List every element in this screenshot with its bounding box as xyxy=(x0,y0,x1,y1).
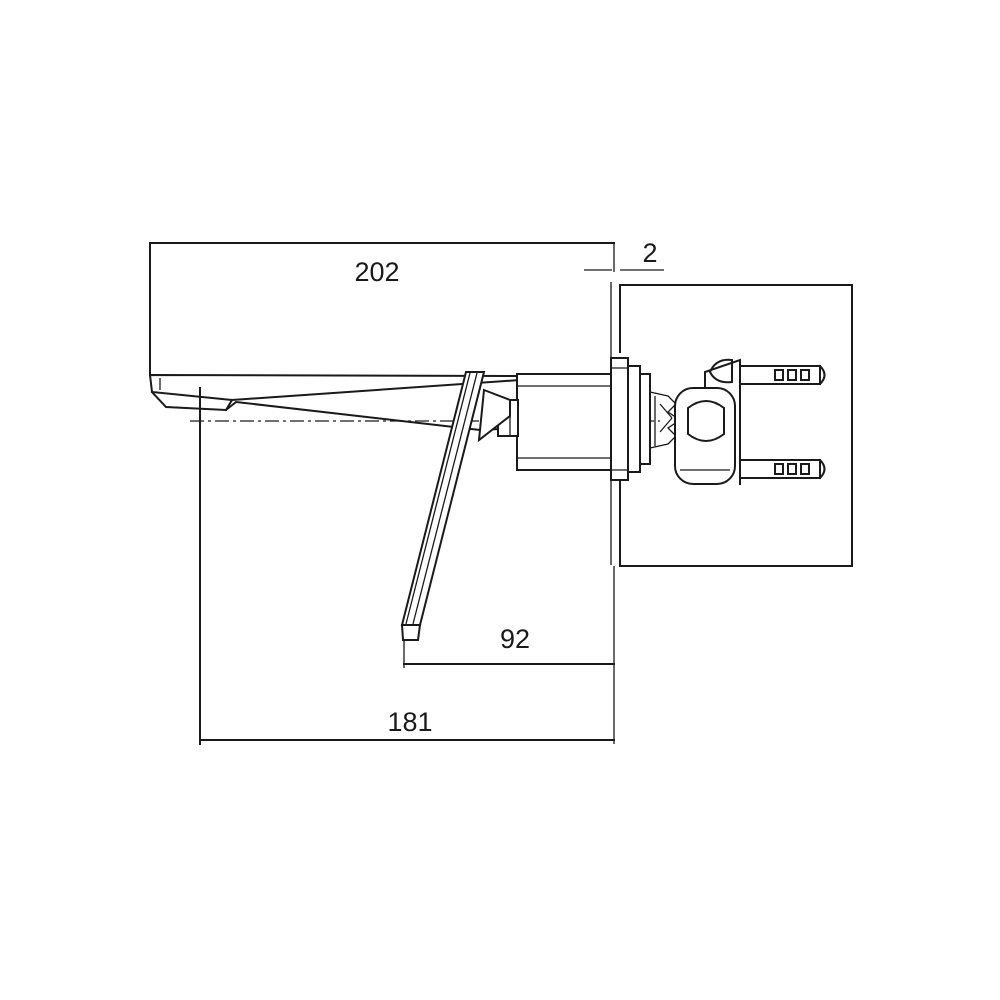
dimension-overall-length: 202 xyxy=(149,242,615,376)
lever-handle xyxy=(400,371,511,641)
valve-body xyxy=(497,373,612,471)
dimension-spout-to-wall: 181 xyxy=(199,387,615,745)
lower-bolt xyxy=(739,458,826,480)
dimension-label-202: 202 xyxy=(354,257,399,287)
cartridge xyxy=(649,387,736,485)
mounting-bracket xyxy=(704,358,741,485)
dimension-label-181: 181 xyxy=(387,707,432,737)
dimension-wall-gap: 2 xyxy=(584,238,664,271)
dimension-label-92: 92 xyxy=(500,624,530,654)
upper-bolt xyxy=(739,364,826,386)
dimension-label-2: 2 xyxy=(642,238,657,268)
escutcheon-flange xyxy=(610,357,651,481)
dimension-lever-distance: 92 xyxy=(403,624,615,668)
